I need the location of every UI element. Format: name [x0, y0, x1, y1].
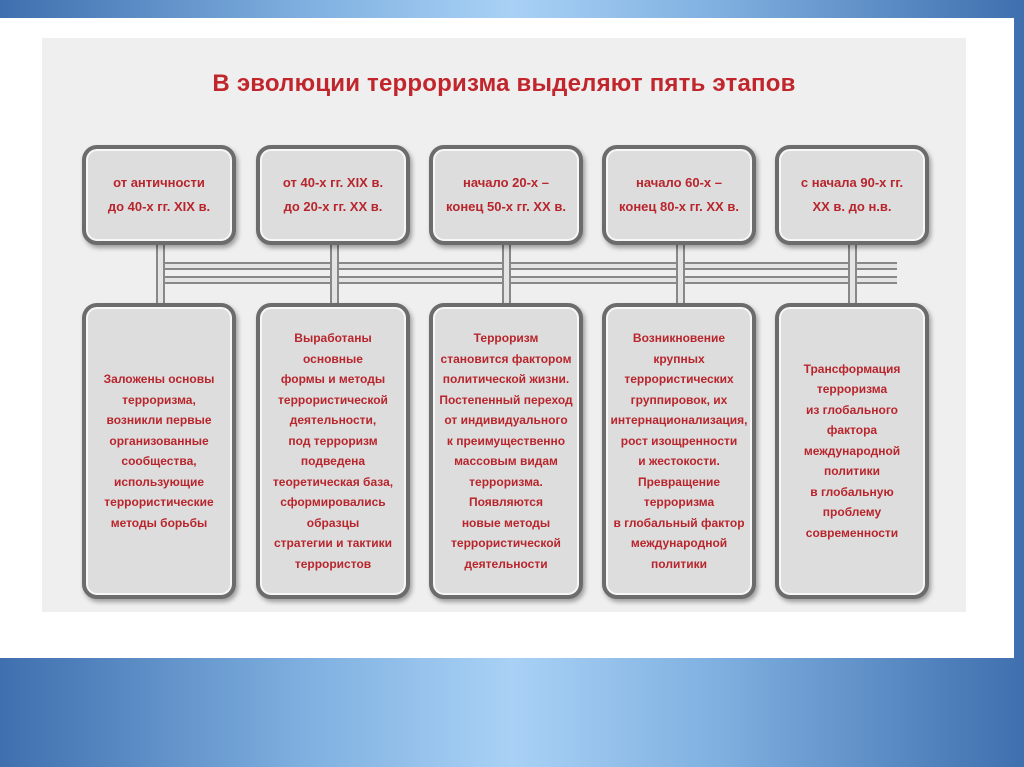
stage-5-period: с начала 90-х гг. XX в. до н.в. [800, 175, 904, 214]
stage-3-description-box: Терроризм становится фактором политическ… [429, 303, 583, 599]
stage-4-description-box: Возникновение крупных террористических г… [602, 303, 756, 599]
stage-1-period: от античности до 40-х гг. XIX в. [107, 175, 211, 214]
connector-vertical-2 [330, 245, 339, 305]
connector-line-upper [157, 262, 897, 270]
slide-frame: В эволюции терроризма выделяют пять этап… [0, 18, 1014, 658]
connector-vertical-4 [676, 245, 685, 305]
stage-4-description: Возникновение крупных террористических г… [610, 331, 748, 571]
stage-2-description: Выработаны основные формы и методы терро… [272, 331, 394, 571]
stage-3-description: Терроризм становится фактором политическ… [439, 331, 573, 571]
stage-4-period: начало 60-х – конец 80-х гг. XX в. [619, 175, 739, 214]
stage-1-description: Заложены основы терроризма, возникли пер… [103, 372, 215, 530]
stage-5-period-box: с начала 90-х гг. XX в. до н.в. [775, 145, 929, 245]
stage-5-description-box: Трансформация терроризма из глобального … [775, 303, 929, 599]
stage-2-description-box: Выработаны основные формы и методы терро… [256, 303, 410, 599]
connector-vertical-3 [502, 245, 511, 305]
connector-line-lower [157, 276, 897, 284]
connector-vertical-1 [156, 245, 165, 305]
stage-3-period-box: начало 20-х – конец 50-х гг. XX в. [429, 145, 583, 245]
stage-2-period-box: от 40-х гг. XIX в. до 20-х гг. XX в. [256, 145, 410, 245]
connector-vertical-5 [848, 245, 857, 305]
stage-2-period: от 40-х гг. XIX в. до 20-х гг. XX в. [282, 175, 384, 214]
diagram-title: В эволюции терроризма выделяют пять этап… [212, 70, 796, 97]
diagram-panel: В эволюции терроризма выделяют пять этап… [42, 38, 966, 612]
stage-3-period: начало 20-х – конец 50-х гг. XX в. [446, 175, 566, 214]
stage-1-description-box: Заложены основы терроризма, возникли пер… [82, 303, 236, 599]
stage-5-description: Трансформация терроризма из глобального … [803, 361, 901, 540]
stage-1-period-box: от античности до 40-х гг. XIX в. [82, 145, 236, 245]
stage-4-period-box: начало 60-х – конец 80-х гг. XX в. [602, 145, 756, 245]
